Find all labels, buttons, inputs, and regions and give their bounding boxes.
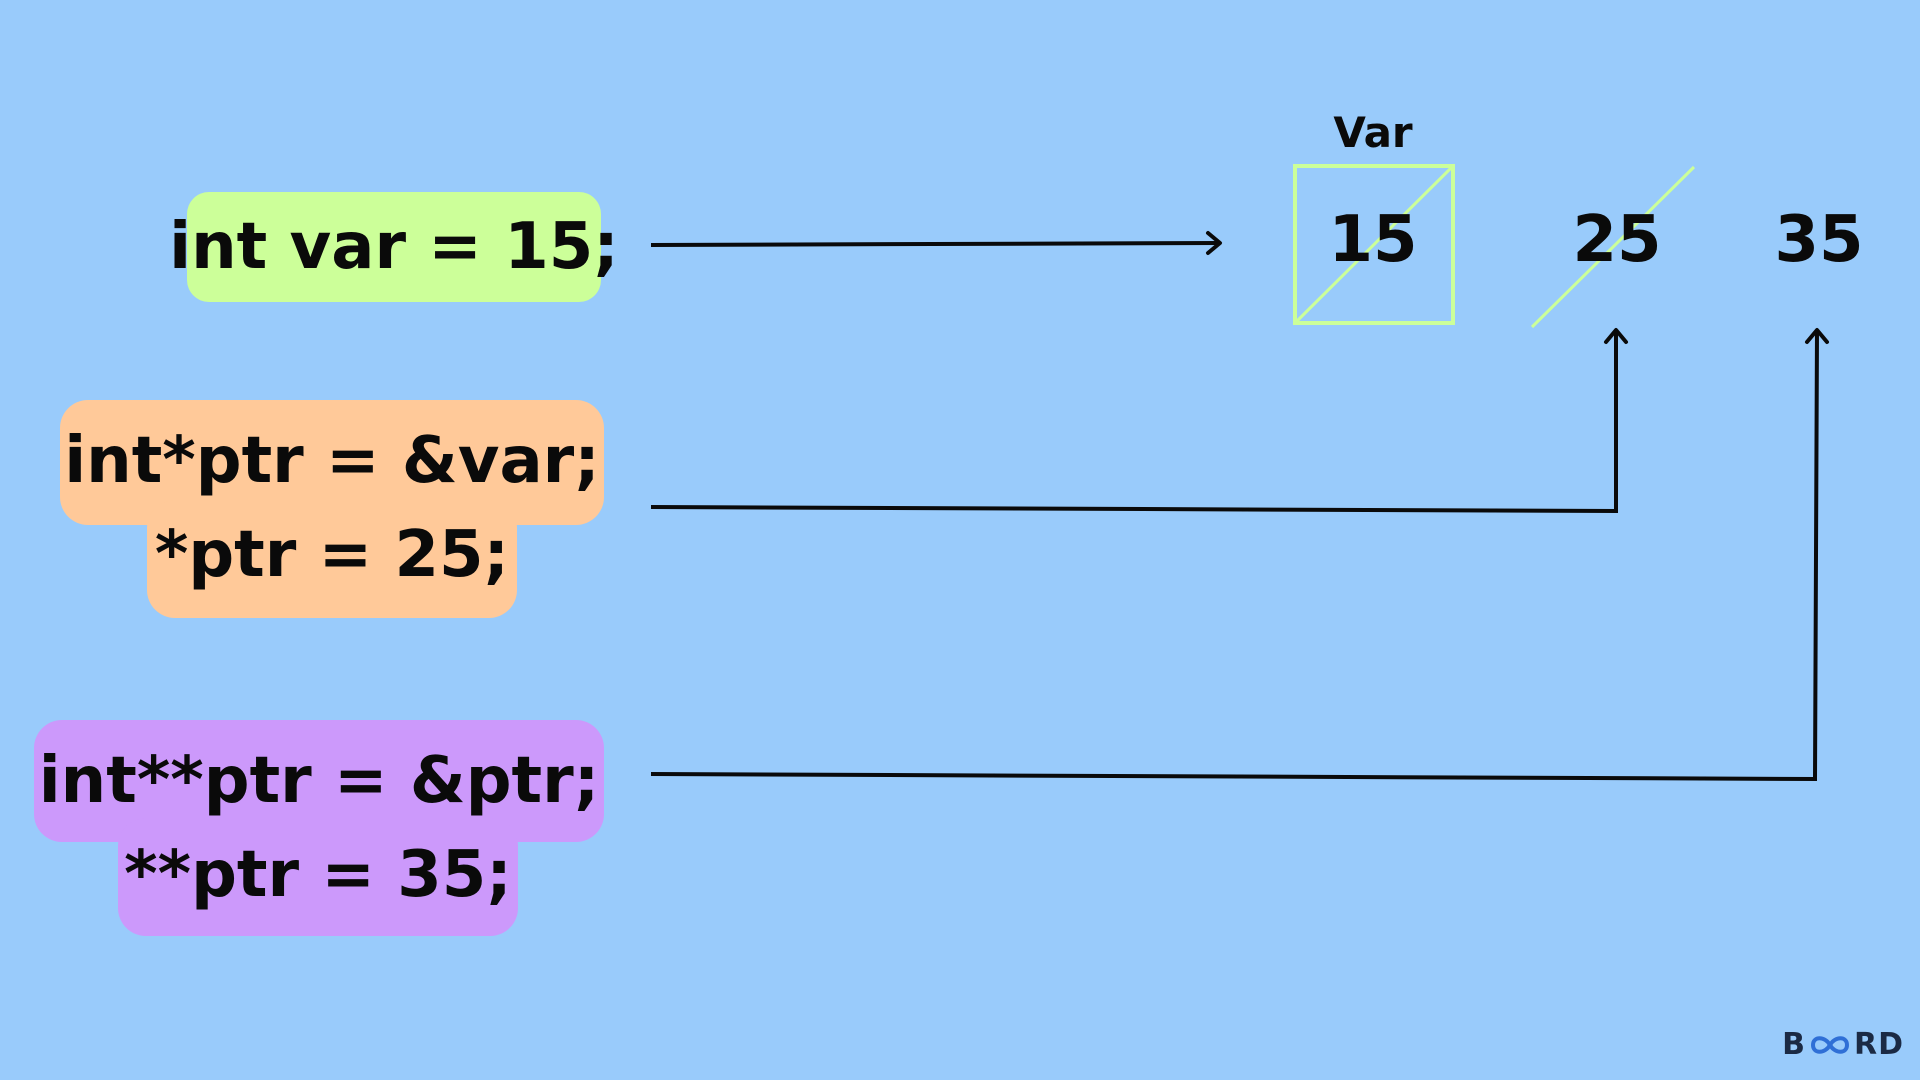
strike-25 xyxy=(1530,165,1696,329)
value-25: 25 xyxy=(1572,203,1662,277)
value-15: 15 xyxy=(1328,203,1418,277)
strike-15 xyxy=(1295,166,1453,323)
code-box-ptr-bottom xyxy=(147,500,517,618)
code-line-int-dptr: int**ptr = &ptr; xyxy=(38,744,600,818)
logo-text-right: RD xyxy=(1853,1027,1904,1062)
code-line-int-ptr: int*ptr = &var; xyxy=(64,424,600,498)
logo-text-left: B xyxy=(1782,1027,1806,1062)
code-line-int-var: int var = 15; xyxy=(169,210,619,284)
code-line-deref-ptr: *ptr = 25; xyxy=(154,518,510,592)
var-memory-box xyxy=(1293,164,1455,325)
arrow-dptr-path xyxy=(650,329,1819,782)
arrow-dptr-head xyxy=(1805,328,1829,344)
arrow-ptr-head xyxy=(1604,328,1628,344)
infinity-icon xyxy=(1810,1035,1849,1054)
code-box-var: int var = 15; xyxy=(169,192,619,302)
value-35: 35 xyxy=(1774,203,1864,277)
arrow-var-head xyxy=(1206,231,1222,255)
arrow-ptr-path xyxy=(650,330,1618,514)
code-box-dptr-bottom xyxy=(118,818,518,936)
code-line-deref-dptr: **ptr = 35; xyxy=(124,838,512,912)
board-logo: B RD xyxy=(1782,1027,1904,1062)
arrow-var-line xyxy=(650,241,1221,247)
var-label: Var xyxy=(1333,108,1413,157)
